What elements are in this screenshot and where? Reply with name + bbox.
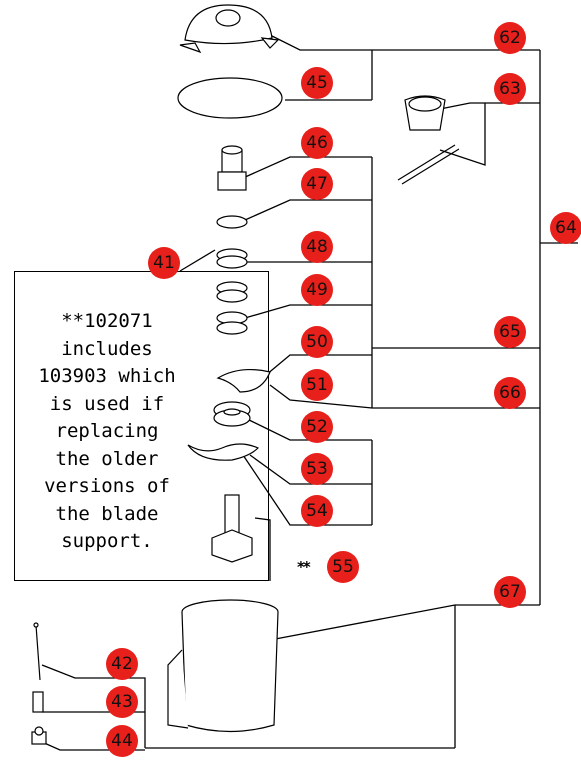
leader-67	[269, 604, 540, 641]
callout-51-label: 51	[306, 375, 328, 395]
leader-42	[41, 664, 146, 748]
part-63-knife-holder	[397, 95, 460, 185]
part-52-washer	[213, 401, 251, 427]
leader-52	[244, 417, 372, 441]
part-48-ring	[216, 281, 248, 303]
callout-66: 66	[494, 377, 526, 409]
callout-62: 62	[494, 22, 526, 54]
part-49-ring	[216, 311, 248, 335]
part-44-plug	[31, 726, 47, 745]
leader-63	[434, 102, 540, 111]
callout-43-label: 43	[111, 692, 133, 712]
callout-52: 52	[301, 411, 333, 443]
callout-50-label: 50	[306, 332, 328, 352]
leader-46	[242, 156, 372, 179]
leader-47	[244, 199, 372, 221]
note-box	[14, 271, 269, 581]
part-51-blade	[216, 368, 271, 393]
callout-63: 63	[494, 73, 526, 105]
part-43-spring	[32, 691, 44, 713]
note-text: **102071 includes 103903 which is used i…	[38, 310, 176, 552]
callout-46: 46	[301, 127, 333, 159]
callout-53: 53	[301, 453, 333, 485]
callout-55-label: 55	[332, 557, 354, 577]
callout-46-label: 46	[306, 133, 328, 153]
callout-67: 67	[494, 576, 526, 608]
callout-44-label: 44	[111, 731, 133, 751]
callout-47-label: 47	[306, 174, 328, 194]
callout-45: 45	[301, 67, 333, 99]
leader-49	[244, 304, 372, 319]
callout-49-label: 49	[306, 280, 328, 300]
callout-67-label: 67	[499, 582, 521, 602]
callout-50: 50	[301, 326, 333, 358]
callout-41: 41	[148, 247, 180, 279]
part-67-bowl	[167, 599, 279, 733]
callout-51: 51	[301, 369, 333, 401]
callout-65-label: 65	[499, 322, 521, 342]
leader-51	[269, 384, 373, 409]
callout-54: 54	[301, 495, 333, 527]
leader-63-pin	[439, 103, 486, 166]
leader-lines	[41, 34, 578, 751]
callout-48-label: 48	[306, 237, 328, 257]
callout-63-label: 63	[499, 79, 521, 99]
callout-41-label: 41	[153, 253, 175, 273]
leader-62	[269, 34, 540, 51]
part-47-ring	[216, 215, 248, 229]
callout-62-label: 62	[499, 28, 521, 48]
callout-65: 65	[494, 316, 526, 348]
stars-marker: **	[297, 558, 311, 576]
callout-66-label: 66	[499, 383, 521, 403]
callout-48: 48	[301, 231, 333, 263]
callout-43: 43	[106, 686, 138, 718]
callout-64: 64	[550, 212, 581, 244]
callout-45-label: 45	[306, 73, 328, 93]
callout-64-label: 64	[555, 218, 577, 238]
callout-52-label: 52	[306, 417, 328, 437]
part-53-blade	[187, 443, 260, 461]
part-62-lid	[179, 4, 280, 54]
callout-55: 55	[327, 551, 359, 583]
leader-53	[249, 454, 372, 485]
callout-47: 47	[301, 168, 333, 200]
callout-44: 44	[106, 725, 138, 757]
callout-54-label: 54	[306, 501, 328, 521]
part-45-seal	[177, 77, 283, 119]
callout-42-label: 42	[111, 654, 133, 674]
leader-41	[179, 249, 216, 272]
leader-54	[242, 454, 372, 526]
part-42-pin	[33, 622, 41, 681]
callout-49: 49	[301, 274, 333, 306]
part-46-bushing	[217, 145, 247, 191]
leader-55	[254, 517, 271, 581]
part-41-ring	[216, 248, 248, 269]
part-55-shaft	[211, 494, 253, 563]
callout-53-label: 53	[306, 459, 328, 479]
callout-42: 42	[106, 648, 138, 680]
